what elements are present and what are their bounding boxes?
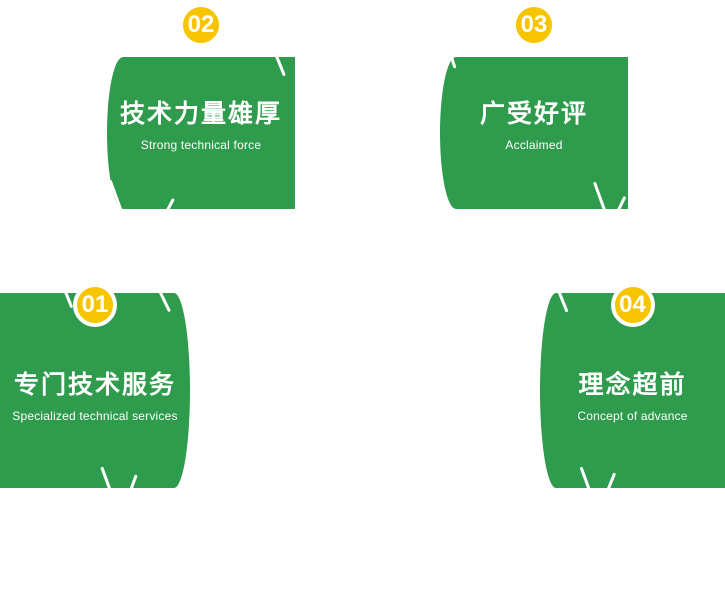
number-badge-icon: 03: [512, 3, 556, 47]
number-badge-icon: 04: [610, 283, 655, 327]
feature-subtitle: Concept of advance: [577, 409, 688, 423]
feature-number: 04: [619, 291, 646, 318]
feature-card-03: 03 广受好评 Acclaimed: [440, 3, 628, 225]
sparkle-line-icon: [158, 198, 175, 226]
feature-number: 02: [187, 11, 215, 38]
feature-card-01: 01 专门技术服务 Specialized technical services: [0, 275, 190, 502]
feature-title: 广受好评: [479, 99, 588, 128]
feature-title: 技术力量雄厚: [119, 99, 282, 128]
feature-title: 理念超前: [578, 371, 687, 399]
sparkle-line-icon: [579, 466, 596, 504]
sparkle-line-icon: [554, 283, 569, 313]
sparkle-line-icon: [57, 275, 74, 309]
feature-card-04: 04 理念超前 Concept of advance: [540, 283, 725, 504]
sparkle-line-icon: [100, 466, 115, 500]
sparkle-line-icon: [271, 45, 286, 77]
feature-subtitle: Acclaimed: [505, 137, 563, 152]
sparkle-line-icon: [610, 195, 627, 225]
sparkle-line-icon: [442, 33, 457, 69]
sparkle-line-icon: [108, 179, 125, 217]
feature-number: 03: [520, 11, 548, 38]
sparkle-line-icon: [602, 472, 617, 500]
sparkle-line-icon: [156, 285, 171, 313]
number-badge-icon: 01: [73, 283, 117, 327]
number-badge-icon: 02: [179, 3, 223, 47]
feature-title: 专门技术服务: [13, 371, 176, 399]
sparkle-line-icon: [125, 474, 138, 502]
feature-card-02: 02 技术力量雄厚 Strong technical force: [107, 3, 295, 226]
feature-subtitle: Strong technical force: [140, 137, 262, 152]
sparkle-line-icon: [592, 181, 609, 217]
feature-number: 01: [81, 291, 109, 318]
feature-subtitle: Specialized technical services: [12, 409, 178, 423]
